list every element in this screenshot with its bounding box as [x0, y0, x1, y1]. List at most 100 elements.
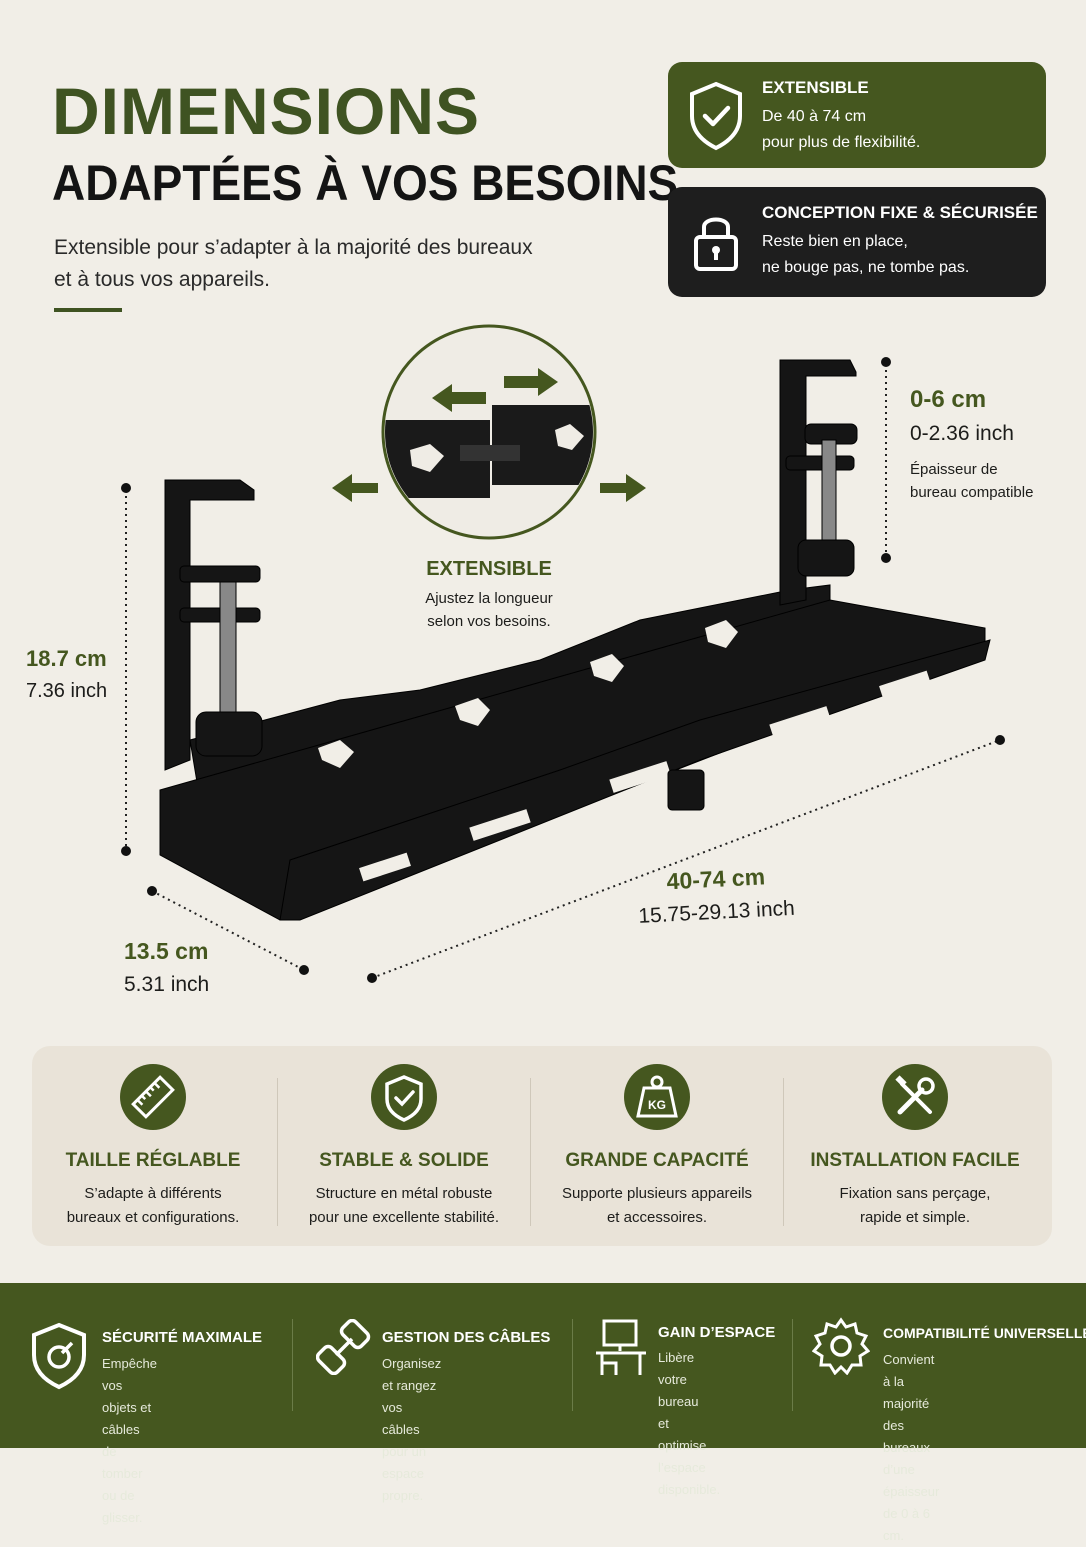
card-line: Reste bien en place,: [762, 233, 908, 250]
benefit-title: SÉCURITÉ MAXIMALE: [102, 1329, 263, 1346]
benefit-divider: [292, 1319, 293, 1411]
feature-line: Fixation sans perçage,: [839, 1185, 991, 1202]
zoom-line: Ajustez la longueur: [425, 590, 553, 607]
tools-icon: [882, 1064, 948, 1130]
depth-cm: 13.5 cm: [124, 938, 209, 964]
clamp-label: 0-6 cm 0-2.36 inch Épaisseur de bureau c…: [910, 386, 1033, 504]
benefit-line: Convient à la majorité des: [883, 1352, 935, 1433]
shield-check-icon: [371, 1064, 437, 1130]
benefit-line: Empêche vos objets et câbles: [102, 1356, 157, 1437]
features-panel: [32, 1046, 1052, 1246]
card-title: EXTENSIBLE: [762, 78, 869, 97]
depth-dimension-line: [147, 886, 309, 975]
page-subtitle: ADAPTÉES À VOS BESOINS: [52, 155, 679, 211]
arrow-right-icon: [504, 368, 558, 396]
feature-title: STABLE & SOLIDE: [319, 1150, 489, 1171]
feature-line: Structure en métal robuste: [315, 1185, 493, 1202]
benefit-description: Organisez et rangez vos câbles pour un es…: [382, 1353, 441, 1507]
page-title: DIMENSIONS: [52, 74, 481, 148]
feature-adjustable: TAILLE RÉGLABLE S’adapte à différents bur…: [28, 1060, 278, 1230]
benefit-description: Convient à la majorité des bureaux d’une …: [883, 1349, 939, 1547]
benefit-divider: [572, 1319, 573, 1411]
feature-description: S’adapte à différents bureaux et configur…: [28, 1182, 278, 1230]
height-dimension-line: [121, 483, 131, 856]
feature-line: pour une excellente stabilité.: [308, 1209, 500, 1226]
card-extensible: EXTENSIBLE De 40 à 74 cm pour plus de fl…: [668, 62, 1046, 168]
feature-title: INSTALLATION FACILE: [810, 1150, 1020, 1171]
length-cm: 40-74 cm: [665, 863, 766, 895]
benefit-description: Libère votre bureau et optimise l’espace d…: [658, 1347, 720, 1501]
benefit-line: Libère votre bureau: [658, 1350, 699, 1409]
feature-divider: [277, 1078, 278, 1226]
desk-monitor-icon: [596, 1319, 646, 1375]
weight-kg-icon: KG: [624, 1064, 690, 1130]
benefit-description: Empêche vos objets et câbles de tomber ou…: [102, 1353, 157, 1529]
product-diagram: [121, 324, 1005, 983]
feature-description: Structure en métal robuste pour une excel…: [279, 1182, 529, 1230]
feature-description: Supporte plusieurs appareils et accessoir…: [532, 1182, 782, 1230]
feature-line: bureaux et configurations.: [66, 1209, 240, 1226]
clamp-dimension-line: [881, 357, 891, 563]
card-secure: CONCEPTION FIXE & SÉCURISÉE Reste bien e…: [668, 187, 1046, 297]
kg-text: KG: [648, 1098, 666, 1112]
length-label: 40-74 cm 15.75-29.13 inch: [636, 862, 795, 929]
card-line: ne bouge pas, ne tombe pas.: [762, 259, 970, 276]
card-line: De 40 à 74 cm: [762, 108, 867, 125]
benefit-line: pour un espace propre.: [382, 1444, 427, 1503]
extend-right-arrow-icon: [600, 474, 646, 502]
cable-icon: [316, 1319, 371, 1375]
benefit-divider: [792, 1319, 793, 1411]
feature-line: et accessoires.: [606, 1209, 708, 1226]
height-label: 18.7 cm 7.36 inch: [26, 646, 107, 703]
zoom-caption: EXTENSIBLE Ajustez la longueur selon vos…: [389, 558, 589, 633]
benefit-line: de 0 à 6 cm.: [883, 1506, 930, 1543]
clamp-note: bureau compatible: [910, 484, 1034, 501]
benefits-bar: SÉCURITÉ MAXIMALE Empêche vos objets et …: [0, 1283, 1086, 1543]
feature-title: GRANDE CAPACITÉ: [565, 1150, 749, 1171]
zoom-line: selon vos besoins.: [427, 613, 551, 630]
clamp-inch: 0-2.36 inch: [910, 422, 1014, 445]
length-dimension-line: [367, 735, 1005, 983]
zoom-detail: [381, 324, 597, 540]
clamp-note: Épaisseur de: [910, 461, 998, 478]
arrow-left-icon: [432, 384, 486, 412]
gear-icon: [812, 1317, 870, 1375]
zoom-title: EXTENSIBLE: [426, 558, 552, 580]
benefit-line: Organisez et rangez vos câbles: [382, 1356, 442, 1437]
benefit-line: de tomber ou de glisser.: [102, 1444, 143, 1525]
card-description: De 40 à 74 cm pour plus de flexibilité.: [762, 104, 1042, 156]
padlock-icon: [694, 217, 738, 271]
title-underline: [54, 308, 122, 312]
feature-line: S’adapte à différents: [84, 1185, 222, 1202]
depth-label: 13.5 cm 5.31 inch: [124, 938, 209, 997]
height-cm: 18.7 cm: [26, 646, 107, 671]
cable-tray: [159, 359, 991, 921]
feature-title: TAILLE RÉGLABLE: [65, 1150, 241, 1171]
feature-line: rapide et simple.: [859, 1209, 971, 1226]
card-title: CONCEPTION FIXE & SÉCURISÉE: [762, 203, 1038, 222]
depth-inch: 5.31 inch: [124, 973, 210, 996]
card-line: pour plus de flexibilité.: [762, 134, 921, 151]
ruler-icon: [120, 1064, 186, 1130]
shield-check-icon: [690, 81, 742, 151]
benefit-title: COMPATIBILITÉ UNIVERSELLE: [883, 1325, 1086, 1341]
card-description: Reste bien en place, ne bouge pas, ne to…: [762, 229, 1042, 281]
benefit-line: disponible.: [658, 1482, 721, 1497]
feature-divider: [530, 1078, 531, 1226]
extend-left-arrow-icon: [332, 474, 378, 502]
feature-stable: STABLE & SOLIDE Structure en métal robus…: [279, 1060, 529, 1230]
intro-line: Extensible pour s’adapter à la majorité …: [54, 236, 533, 259]
feature-description: Fixation sans perçage, rapide et simple.: [790, 1182, 1040, 1230]
benefit-line: et optimise l’espace: [658, 1416, 707, 1475]
feature-divider: [783, 1078, 784, 1226]
shield-icon: [32, 1322, 86, 1390]
benefit-line: bureaux d’une épaisseur: [883, 1440, 940, 1499]
clamp-cm: 0-6 cm: [910, 386, 987, 413]
intro-line: et à tous vos appareils.: [54, 268, 270, 291]
benefit-title: GAIN D’ESPACE: [658, 1324, 776, 1341]
feature-capacity: KG GRANDE CAPACITÉ Supporte plusieurs ap…: [532, 1060, 782, 1230]
benefit-title: GESTION DES CÂBLES: [382, 1329, 551, 1346]
feature-line: Supporte plusieurs appareils: [561, 1185, 753, 1202]
feature-installation: INSTALLATION FACILE Fixation sans perçag…: [790, 1060, 1040, 1230]
height-inch: 7.36 inch: [26, 680, 108, 702]
